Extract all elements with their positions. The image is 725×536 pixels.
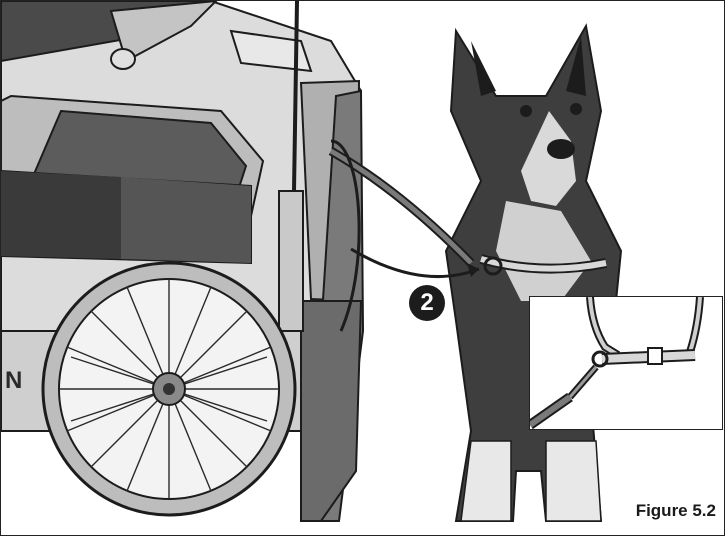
step-number-badge: 2 xyxy=(409,285,445,321)
collar-clip-detail xyxy=(530,297,722,429)
detail-inset xyxy=(529,296,723,430)
figure-caption: Figure 5.2 xyxy=(636,501,716,521)
brand-text: N xyxy=(5,367,23,395)
trailer-wheel xyxy=(43,263,295,515)
